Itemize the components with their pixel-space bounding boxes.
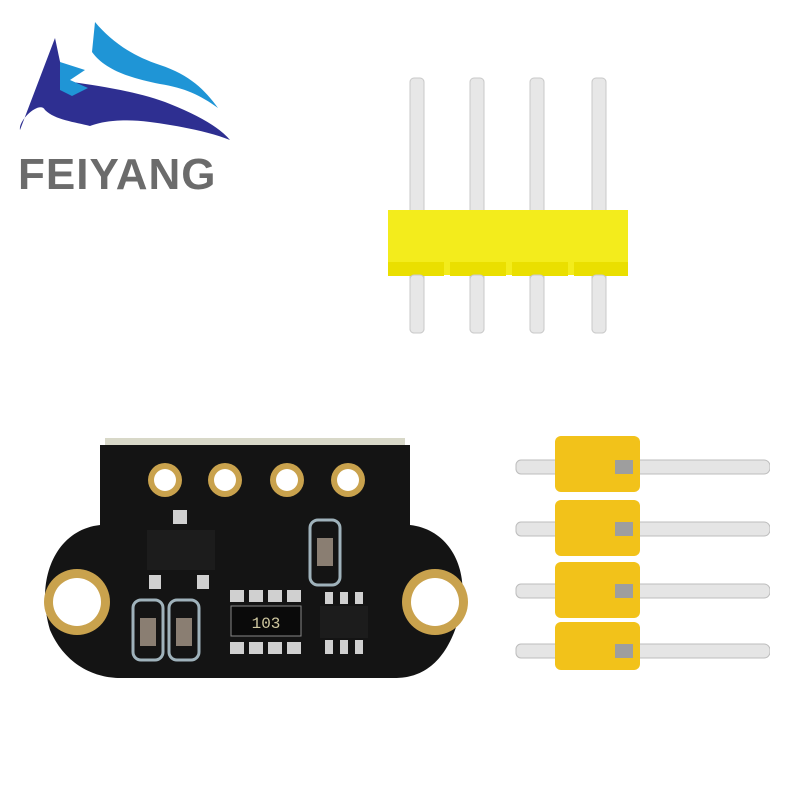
- right-angle-pin-header: [510, 430, 770, 670]
- brand-logo: [0, 0, 260, 210]
- sensor-pcb-module: 103: [35, 430, 475, 690]
- straight-pin-header: [370, 70, 630, 340]
- resistor-marking: 103: [252, 615, 281, 633]
- feiyang-logo-icon: [19, 22, 231, 140]
- brand-name: FEIYANG: [18, 150, 217, 199]
